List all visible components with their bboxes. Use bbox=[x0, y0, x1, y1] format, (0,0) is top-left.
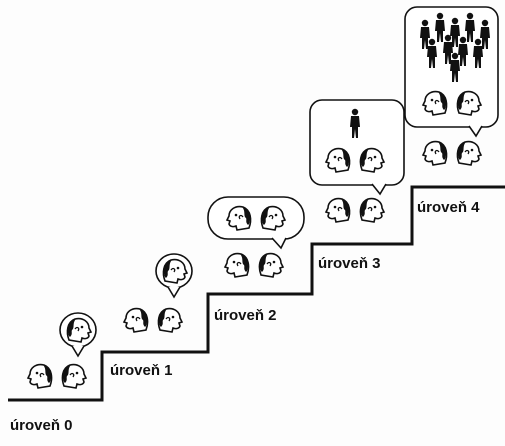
level-2: úroveň 2 bbox=[207, 196, 305, 324]
thought-bubble bbox=[404, 6, 499, 138]
level-4: úroveň 4 bbox=[404, 6, 499, 216]
thought-bubble bbox=[309, 99, 405, 196]
head-icon bbox=[66, 317, 92, 343]
level-label-4: úroveň 4 bbox=[417, 199, 480, 216]
thought-bubble bbox=[207, 196, 305, 250]
thought-bubble bbox=[155, 253, 193, 299]
level-label-2: úroveň 2 bbox=[214, 307, 277, 324]
thought-bubble bbox=[59, 312, 97, 358]
level-3: úroveň 3 bbox=[309, 99, 405, 272]
level-label-1: úroveň 1 bbox=[110, 362, 173, 379]
staircase-outline bbox=[8, 185, 505, 402]
level-label-3: úroveň 3 bbox=[318, 255, 381, 272]
head-icon bbox=[423, 142, 481, 165]
level-1: úroveň 1 bbox=[110, 253, 193, 379]
level-0: úroveň 0 bbox=[10, 312, 97, 434]
head-icon bbox=[28, 365, 86, 388]
head-icon bbox=[326, 199, 384, 222]
level-label-0: úroveň 0 bbox=[10, 417, 73, 434]
head-icon bbox=[124, 309, 182, 332]
head-icon bbox=[162, 258, 188, 284]
head-icon bbox=[225, 254, 283, 277]
